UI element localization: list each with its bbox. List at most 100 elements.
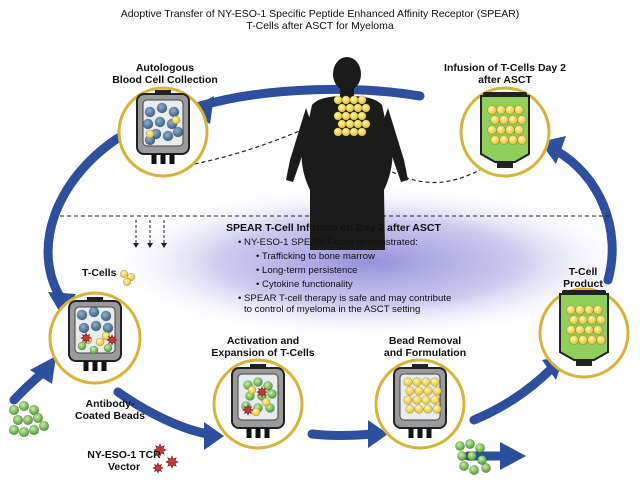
tcell — [566, 305, 576, 315]
tcell — [145, 129, 155, 139]
removed-bead — [475, 443, 485, 453]
tcell — [430, 377, 440, 387]
tcell — [333, 111, 343, 121]
bead — [267, 389, 277, 399]
legend-beads-line-1: Antibody- — [85, 398, 135, 410]
bead — [253, 377, 263, 387]
label-product-line-2: Product — [563, 278, 603, 291]
downward-arrows — [135, 220, 165, 244]
legend-bead — [8, 404, 20, 416]
info-bullet-2-cont: to control of myeloma in the ASCT settin… — [244, 304, 421, 316]
dashed-path-right — [379, 164, 481, 183]
bead — [89, 345, 99, 355]
blood-cell — [76, 309, 88, 321]
info-box: SPEAR T-Cell Infusion on Day 2 after ASC… — [226, 222, 526, 315]
legend-tcells: T-Cells — [82, 267, 117, 279]
tcell — [490, 135, 500, 145]
tcell — [412, 395, 422, 405]
legend-bead — [38, 420, 50, 432]
arrowhead-bottom-1 — [204, 422, 224, 450]
label-bead-removal: Bead Removal and Formulation — [370, 335, 480, 359]
tcell — [490, 115, 500, 125]
tcell — [345, 103, 355, 113]
tcell — [421, 395, 431, 405]
tcell — [508, 115, 518, 125]
vector-particle — [256, 386, 268, 398]
removed-bead — [481, 463, 491, 473]
tcell-cluster-body — [333, 95, 371, 137]
removed-bead — [469, 465, 479, 475]
bead — [77, 341, 87, 351]
tcell — [569, 315, 579, 325]
tcell — [593, 325, 603, 335]
tcell — [508, 135, 518, 145]
vector-particle — [242, 404, 254, 416]
tcell — [596, 315, 606, 325]
tcell — [487, 105, 497, 115]
info-heading: SPEAR T-Cell Infusion on Day 2 after ASC… — [226, 222, 441, 234]
removed-bead — [457, 451, 467, 461]
label-infusion-line-1: Infusion of T-Cells Day 2 — [444, 62, 566, 74]
legend-bead — [18, 400, 30, 412]
tcell — [578, 315, 588, 325]
tcell — [333, 127, 343, 137]
tcell — [517, 115, 527, 125]
arrow-bottom-1 — [113, 387, 213, 439]
info-bullet-2: • SPEAR T-cell therapy is safe and may c… — [238, 293, 452, 305]
legend-vector-particle — [152, 462, 164, 474]
info-sub-2: • Long-term persistence — [256, 265, 358, 277]
tcell — [361, 119, 371, 129]
tcell — [353, 119, 363, 129]
tcell — [405, 404, 415, 414]
tcell — [414, 404, 424, 414]
bead — [103, 343, 113, 353]
tcell — [357, 95, 367, 105]
label-activation-line-1: Activation and — [226, 335, 300, 347]
tcell — [593, 305, 603, 315]
tcell — [569, 335, 579, 345]
label-bead-removal-line-2: and Formulation — [383, 347, 467, 360]
removed-bead — [467, 451, 477, 461]
tcell — [496, 105, 506, 115]
blood-cell — [168, 106, 180, 118]
label-product-line-1: T-Cell — [568, 266, 598, 278]
label-infusion-line-2: after ASCT — [478, 74, 532, 87]
tcell — [505, 105, 515, 115]
info-sub-3: • Cytokine functionality — [256, 279, 353, 291]
cells-layer — [8, 102, 606, 475]
label-collection: Autologous Blood Cell Collection — [95, 62, 235, 86]
legend-bead — [18, 426, 30, 438]
downward-arrowheads — [133, 243, 167, 248]
blood-cell — [88, 306, 100, 318]
legend-bead — [8, 424, 20, 436]
blood-cell — [162, 130, 174, 142]
tcell — [499, 135, 509, 145]
tcell — [171, 115, 181, 125]
cycle-arrows — [43, 84, 617, 440]
info-sub-1: • Trafficking to bone marrow — [256, 251, 375, 263]
tcell — [496, 125, 506, 135]
tcell — [349, 111, 359, 121]
legend-bead — [12, 414, 24, 426]
info-bullet-1: • NY-ESO-1 SPEAR T-cells demonstrated: — [238, 237, 418, 249]
legend-tcell — [119, 269, 129, 279]
tcell — [337, 103, 347, 113]
removed-bead — [465, 439, 475, 449]
tcell — [412, 377, 422, 387]
tcell — [423, 386, 433, 396]
legend-vector-line-1: NY-ESO-1 TCR — [87, 449, 161, 461]
tcell — [584, 325, 594, 335]
tcell — [101, 331, 111, 341]
tcell — [514, 105, 524, 115]
tcell — [514, 125, 524, 135]
legend-beads-line-2: Coated Beads — [74, 410, 146, 423]
title-line-1: Adoptive Transfer of NY-ESO-1 Specific P… — [120, 8, 520, 20]
legend-bead — [28, 404, 40, 416]
diagram-title: Adoptive Transfer of NY-ESO-1 Specific P… — [0, 8, 640, 32]
legend-vector: NY-ESO-1 TCR Vector — [74, 449, 174, 473]
label-activation-line-2: Expansion of T-Cells — [211, 347, 315, 360]
arrow-left — [43, 133, 123, 305]
label-collection-line-1: Autologous — [135, 62, 195, 74]
tcell — [505, 125, 515, 135]
